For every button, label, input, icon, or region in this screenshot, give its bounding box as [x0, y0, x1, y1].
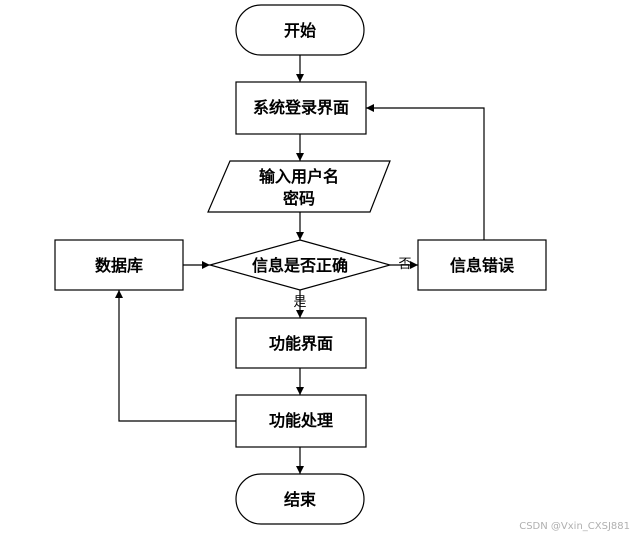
function-process-label: 功能处理 — [269, 411, 333, 430]
database-label: 数据库 — [95, 256, 143, 275]
function-ui-label: 功能界面 — [269, 334, 333, 353]
input-label-line2: 密码 — [282, 189, 315, 208]
error-node: 信息错误 — [417, 239, 547, 291]
arrow-error-to-login — [366, 104, 485, 240]
check-decision-label: 信息是否正确 — [252, 256, 348, 275]
start-node: 开始 — [235, 4, 365, 56]
no-label: 否 — [398, 257, 411, 272]
database-node: 数据库 — [54, 239, 184, 291]
login-screen-node: 系统登录界面 — [235, 81, 367, 135]
arrow-process-to-database — [115, 290, 236, 422]
watermark: CSDN @Vxin_CXSJ881 — [519, 521, 630, 532]
end-node: 结束 — [235, 473, 365, 525]
login-screen-label: 系统登录界面 — [253, 98, 349, 117]
function-process-node: 功能处理 — [235, 394, 367, 448]
start-label: 开始 — [284, 21, 316, 40]
input-label-line1: 输入用户名 — [259, 167, 339, 186]
yes-label: 是 — [293, 295, 306, 310]
function-ui-node: 功能界面 — [235, 317, 367, 369]
error-label: 信息错误 — [450, 256, 515, 275]
input-node: 输入用户名 密码 — [207, 160, 391, 213]
end-label: 结束 — [283, 490, 317, 509]
check-decision-node: 信息是否正确 — [207, 239, 393, 291]
